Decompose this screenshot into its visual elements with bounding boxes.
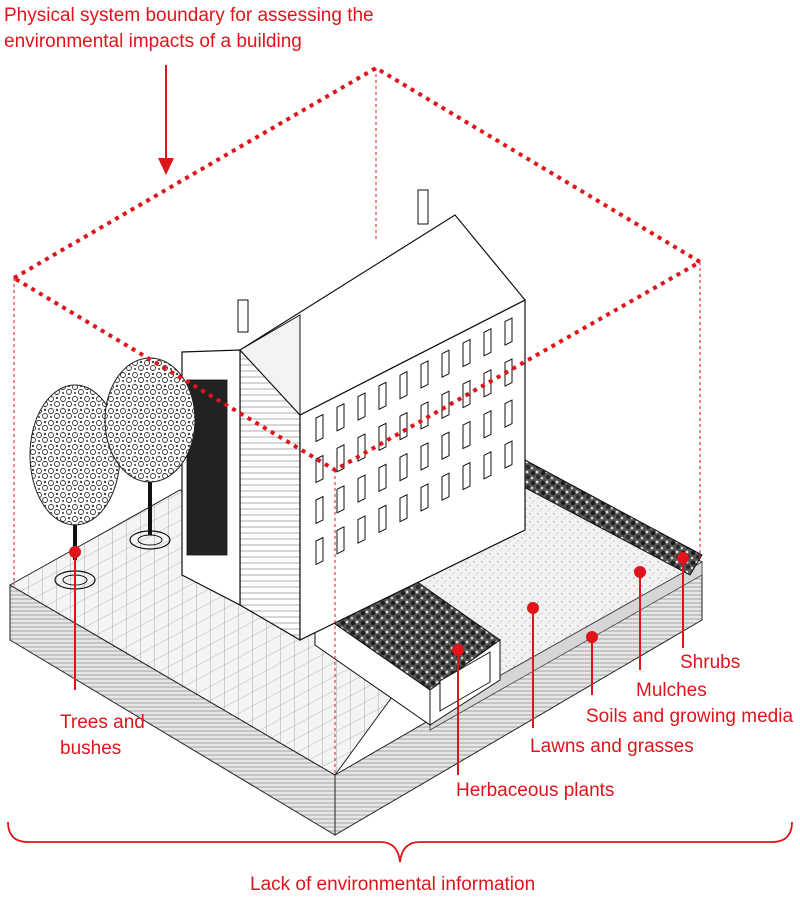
window bbox=[357, 392, 366, 421]
lack-info-label: Lack of environmental information bbox=[250, 874, 536, 895]
window bbox=[378, 422, 387, 452]
callout-leaders bbox=[69, 546, 689, 775]
window bbox=[336, 484, 345, 514]
chimney-right bbox=[417, 189, 429, 225]
boundary-label-line2: environmental impacts of a building bbox=[4, 31, 302, 52]
window bbox=[441, 349, 450, 379]
boundary-label-line1: Physical system boundary for assessing t… bbox=[4, 5, 374, 26]
marker-soils bbox=[586, 631, 598, 643]
window bbox=[357, 515, 366, 544]
window bbox=[336, 525, 345, 555]
window bbox=[441, 431, 450, 461]
building-roof-front bbox=[239, 314, 301, 417]
boundary-arrow bbox=[158, 65, 174, 175]
window bbox=[315, 536, 324, 566]
trees-label-line2: bushes bbox=[60, 738, 122, 759]
trees-label-line1: Trees and bbox=[60, 712, 145, 733]
window bbox=[420, 442, 429, 471]
shrubs-label: Shrubs bbox=[680, 652, 741, 673]
mulches-label: Mulches bbox=[636, 680, 707, 701]
marker-lawns bbox=[527, 602, 539, 614]
chimney-left bbox=[237, 299, 249, 333]
boundary-top-face bbox=[10, 65, 704, 473]
window bbox=[399, 411, 408, 441]
window bbox=[420, 483, 429, 512]
window bbox=[483, 451, 492, 480]
window bbox=[399, 452, 408, 482]
window bbox=[441, 472, 450, 502]
window bbox=[504, 440, 513, 469]
marker-mulches bbox=[634, 566, 646, 578]
herbaceous-label: Herbaceous plants bbox=[456, 780, 615, 801]
window bbox=[483, 410, 492, 439]
window bbox=[315, 495, 324, 525]
system-boundary bbox=[10, 65, 704, 775]
window bbox=[483, 328, 492, 357]
marker-trees bbox=[69, 546, 81, 558]
window bbox=[504, 399, 513, 428]
window bbox=[462, 338, 471, 368]
window bbox=[462, 461, 471, 491]
window bbox=[462, 420, 471, 450]
window bbox=[399, 493, 408, 523]
window bbox=[399, 370, 408, 400]
window bbox=[378, 504, 387, 534]
building-windows bbox=[315, 317, 513, 566]
window bbox=[483, 369, 492, 398]
window bbox=[420, 360, 429, 389]
window bbox=[336, 402, 345, 432]
marker-herbaceous bbox=[452, 644, 464, 656]
soils-label: Soils and growing media bbox=[586, 706, 794, 727]
bottom-brace bbox=[7, 821, 793, 863]
window bbox=[315, 413, 324, 443]
window bbox=[378, 381, 387, 411]
window bbox=[378, 463, 387, 493]
window bbox=[504, 317, 513, 346]
window bbox=[441, 390, 450, 420]
boundary-vertical-edges bbox=[13, 68, 701, 775]
window bbox=[357, 474, 366, 503]
lawns-label: Lawns and grasses bbox=[530, 736, 694, 757]
building bbox=[181, 189, 526, 642]
window bbox=[315, 454, 324, 484]
window bbox=[357, 433, 366, 462]
marker-shrubs bbox=[677, 552, 689, 564]
